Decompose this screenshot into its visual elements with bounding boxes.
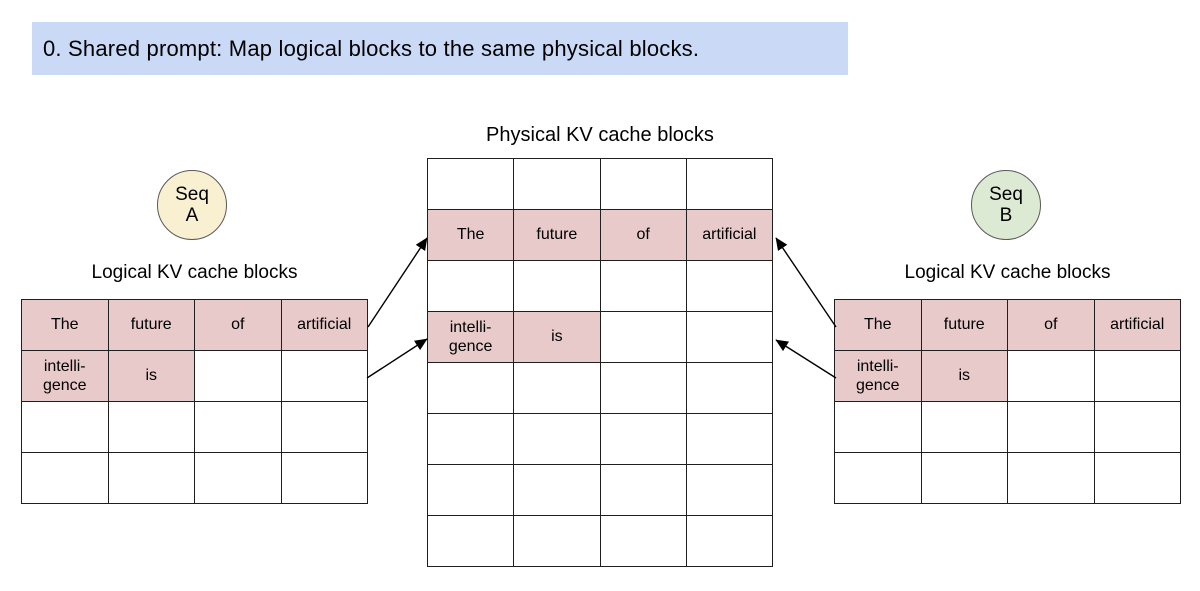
physical-table-cell-r6c1	[513, 464, 601, 516]
seq-a-block0-to-physical-block1-arrow	[367, 237, 428, 328]
sequence-a-cell-r0c1: future	[107, 299, 195, 351]
sequence-b-cell-r0c2: of	[1007, 299, 1095, 351]
sequence-a-cell-r1c0: intelli- gence	[21, 350, 109, 402]
sequence-b-cell-r2c1	[920, 401, 1008, 453]
sequence-a-cell-r3c3	[280, 452, 368, 504]
physical-table-title: Physical KV cache blocks	[486, 124, 714, 146]
seq-a-badge-line2: A	[185, 205, 199, 226]
physical-table-cell-r4c1	[513, 362, 601, 414]
physical-table-cell-r3c2	[599, 311, 687, 363]
physical-table-cell-r1c1: future	[513, 209, 601, 261]
sequence-a-cell-r2c3	[280, 401, 368, 453]
sequence-a-cell-r0c3: artificial	[280, 299, 368, 351]
sequence-b-cell-r1c2	[1007, 350, 1095, 402]
physical-table-cell-r3c1: is	[513, 311, 601, 363]
physical-table-cell-r4c3	[685, 362, 774, 414]
sequence-a-cell-r2c2	[194, 401, 282, 453]
sequence-b-cell-r3c0	[834, 452, 922, 504]
physical-table-cell-r7c2	[599, 515, 687, 567]
sequence-b-cell-r2c2	[1007, 401, 1095, 453]
physical-table-cell-r3c3	[685, 311, 774, 363]
sequence-b-cell-r0c1: future	[920, 299, 1008, 351]
sequence-b-cell-r1c0: intelli- gence	[834, 350, 922, 402]
physical-table-cell-r1c2: of	[599, 209, 687, 261]
sequence-b-cell-r3c3	[1093, 452, 1181, 504]
physical-table-cell-r0c1	[513, 158, 601, 210]
seq-b-badge-line1: Seq	[989, 183, 1023, 205]
seq-a-badge: Seq A	[157, 170, 227, 240]
physical-table-cell-r4c2	[599, 362, 687, 414]
seq-b-badge-line2: B	[999, 205, 1013, 226]
physical-table-cell-r2c3	[685, 260, 774, 312]
seq-b-badge: Seq B	[971, 170, 1041, 240]
physical-table-cell-r0c2	[599, 158, 687, 210]
sequence-b-cell-r0c0: The	[834, 299, 922, 351]
seq-a-badge-line1: Seq	[175, 183, 209, 205]
sequence-b-cell-r1c1: is	[920, 350, 1008, 402]
physical-table-cell-r7c1	[513, 515, 601, 567]
physical-table-cell-r2c0	[426, 260, 515, 312]
physical-table-cell-r7c3	[685, 515, 774, 567]
physical-table-cell-r5c1	[513, 413, 601, 465]
sequence-a-cell-r3c1	[107, 452, 195, 504]
sequence-a-cell-r3c2	[194, 452, 282, 504]
physical-table-cell-r5c3	[685, 413, 774, 465]
physical-table-cell-r1c3: artificial	[685, 209, 774, 261]
physical-table-cell-r5c0	[426, 413, 515, 465]
sequence-b-cell-r0c3: artificial	[1093, 299, 1181, 351]
step-banner: 0. Shared prompt: Map logical blocks to …	[32, 22, 848, 75]
seq-b-block1-to-physical-block3-arrow	[775, 339, 837, 379]
step-banner-text: 0. Shared prompt: Map logical blocks to …	[43, 35, 700, 61]
sequence-b-cell-r3c1	[920, 452, 1008, 504]
physical-table-cell-r4c0	[426, 362, 515, 414]
sequence-a-cell-r0c2: of	[194, 299, 282, 351]
sequence-a-cell-r1c3	[280, 350, 368, 402]
sequence-a-cell-r3c0	[21, 452, 109, 504]
physical-table-cell-r5c2	[599, 413, 687, 465]
physical-table-cell-r2c1	[513, 260, 601, 312]
physical-table-cell-r6c3	[685, 464, 774, 516]
physical-table-cell-r0c0	[426, 158, 515, 210]
sequence-b-cell-r1c3	[1093, 350, 1181, 402]
physical-table-cell-r7c0	[426, 515, 515, 567]
sequence-a-cell-r2c0	[21, 401, 109, 453]
sequence-a-cell-r1c2	[194, 350, 282, 402]
physical-table-cell-r2c2	[599, 260, 687, 312]
seq-b-logical-table-title: Logical KV cache blocks	[904, 262, 1111, 283]
sequence-b-cell-r3c2	[1007, 452, 1095, 504]
sequence-a-cell-r0c0: The	[21, 299, 109, 351]
physical-table-cell-r3c0: intelli- gence	[426, 311, 515, 363]
physical-table-cell-r6c0	[426, 464, 515, 516]
sequence-a-cell-r2c1	[107, 401, 195, 453]
physical-table-cell-r0c3	[685, 158, 774, 210]
seq-a-block1-to-physical-block3-arrow	[366, 338, 428, 379]
physical-table-cell-r1c0: The	[426, 209, 515, 261]
sequence-a-cell-r1c1: is	[107, 350, 195, 402]
sequence-b-cell-r2c3	[1093, 401, 1181, 453]
sequence-b-cell-r2c0	[834, 401, 922, 453]
physical-table-cell-r6c2	[599, 464, 687, 516]
seq-b-block0-to-physical-block1-arrow	[775, 237, 837, 328]
seq-a-logical-table-title: Logical KV cache blocks	[91, 262, 298, 283]
